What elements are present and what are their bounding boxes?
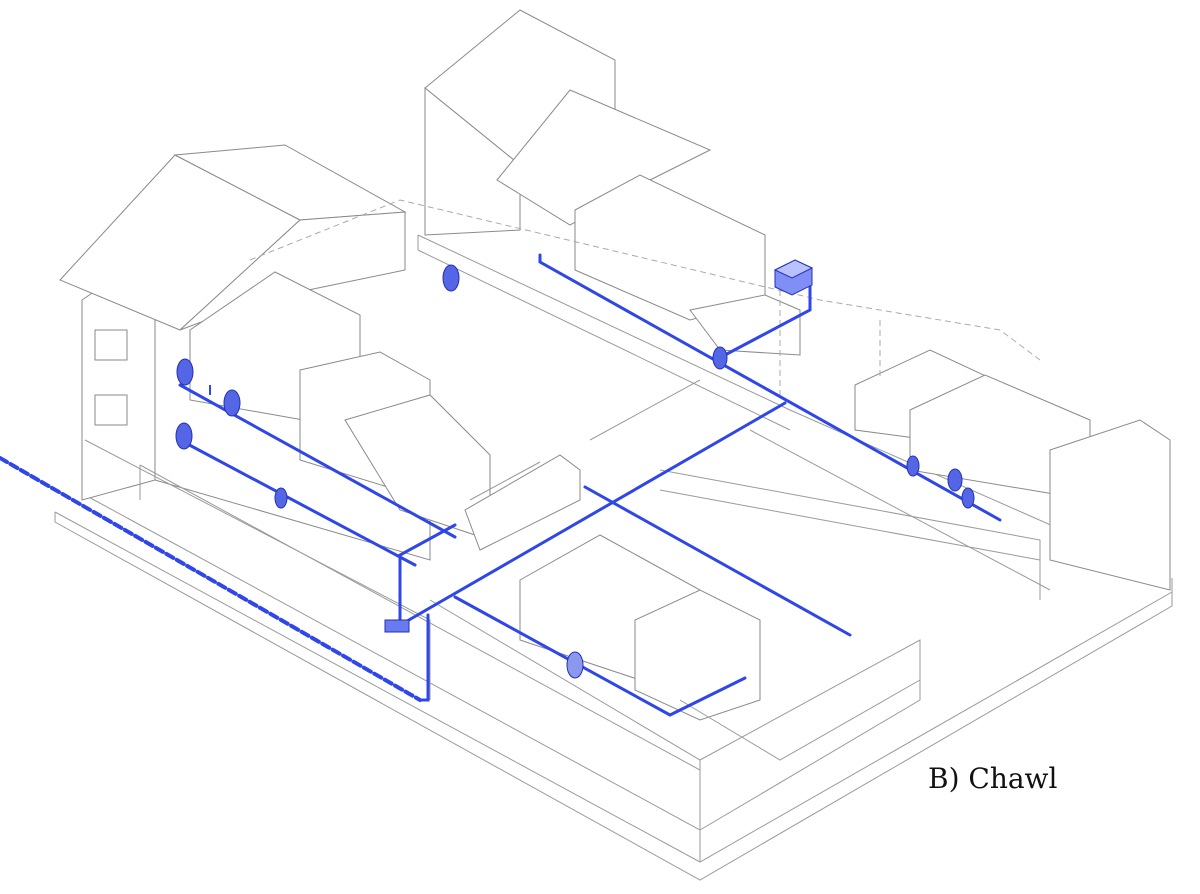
diagram-caption: B) Chawl <box>928 762 1058 795</box>
center-building <box>429 534 921 831</box>
back-building <box>417 9 1131 561</box>
left-building <box>59 144 701 830</box>
courtyard <box>249 199 1051 591</box>
water-pipes <box>0 253 1002 717</box>
water-tank <box>773 259 814 296</box>
water-barrels <box>175 264 975 679</box>
